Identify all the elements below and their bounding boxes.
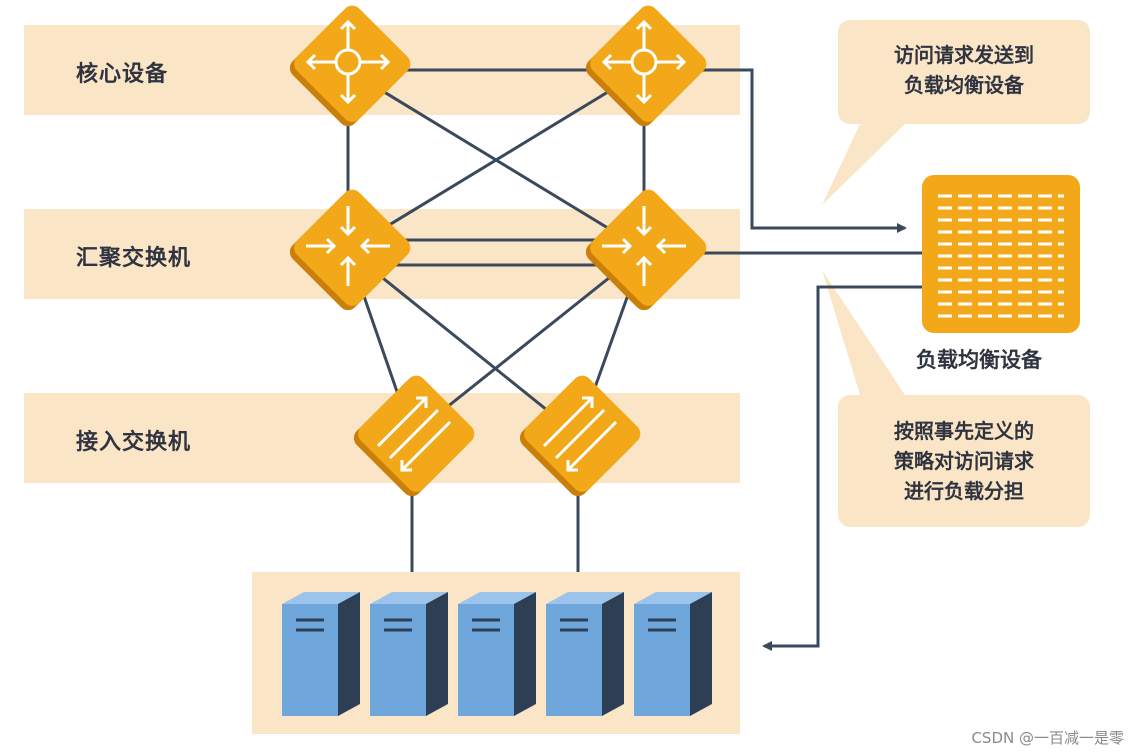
aggregation-icon <box>602 206 686 286</box>
policy-callout-text: 按照事先定义的 策略对访问请求 进行负载分担 <box>894 419 1034 503</box>
link-core-right-agg-left <box>347 68 645 252</box>
router-icon <box>305 19 391 105</box>
request-callout-text: 访问请求发送到 负载均衡设备 <box>894 43 1034 97</box>
watermark: CSDN @一百减一是零 <box>971 729 1124 747</box>
switch-icon <box>542 396 618 472</box>
server-icon <box>546 592 624 716</box>
load-balancer-grid-icon <box>938 194 1064 318</box>
server-icon <box>634 592 712 716</box>
request-callout-bubble <box>822 20 1090 205</box>
link-agg-left-access-right <box>347 248 579 437</box>
access-switch-left <box>353 375 475 497</box>
server-icon <box>458 592 536 716</box>
access-switch-right <box>519 375 641 497</box>
core-layer-label: 核心设备 <box>76 62 169 87</box>
server-rack-group <box>282 592 712 716</box>
distribution-arrow <box>762 285 922 651</box>
server-icon <box>370 592 448 716</box>
server-icon <box>282 592 360 716</box>
access-layer-label: 接入交换机 <box>76 430 192 455</box>
core-router-left <box>289 5 411 127</box>
network-links <box>346 68 922 572</box>
aggregation-switch-left <box>289 189 411 311</box>
load-balancer-label: 负载均衡设备 <box>916 348 1042 372</box>
link-agg-right-access-left <box>411 248 645 437</box>
router-icon <box>601 19 687 105</box>
aggregation-switch-right <box>585 189 707 311</box>
aggregation-layer-label: 汇聚交换机 <box>76 246 192 271</box>
core-router-right <box>585 5 707 127</box>
aggregation-icon <box>306 206 390 286</box>
policy-callout-bubble <box>822 270 1090 527</box>
switch-icon <box>376 396 452 472</box>
load-balancer-device <box>922 175 1080 333</box>
